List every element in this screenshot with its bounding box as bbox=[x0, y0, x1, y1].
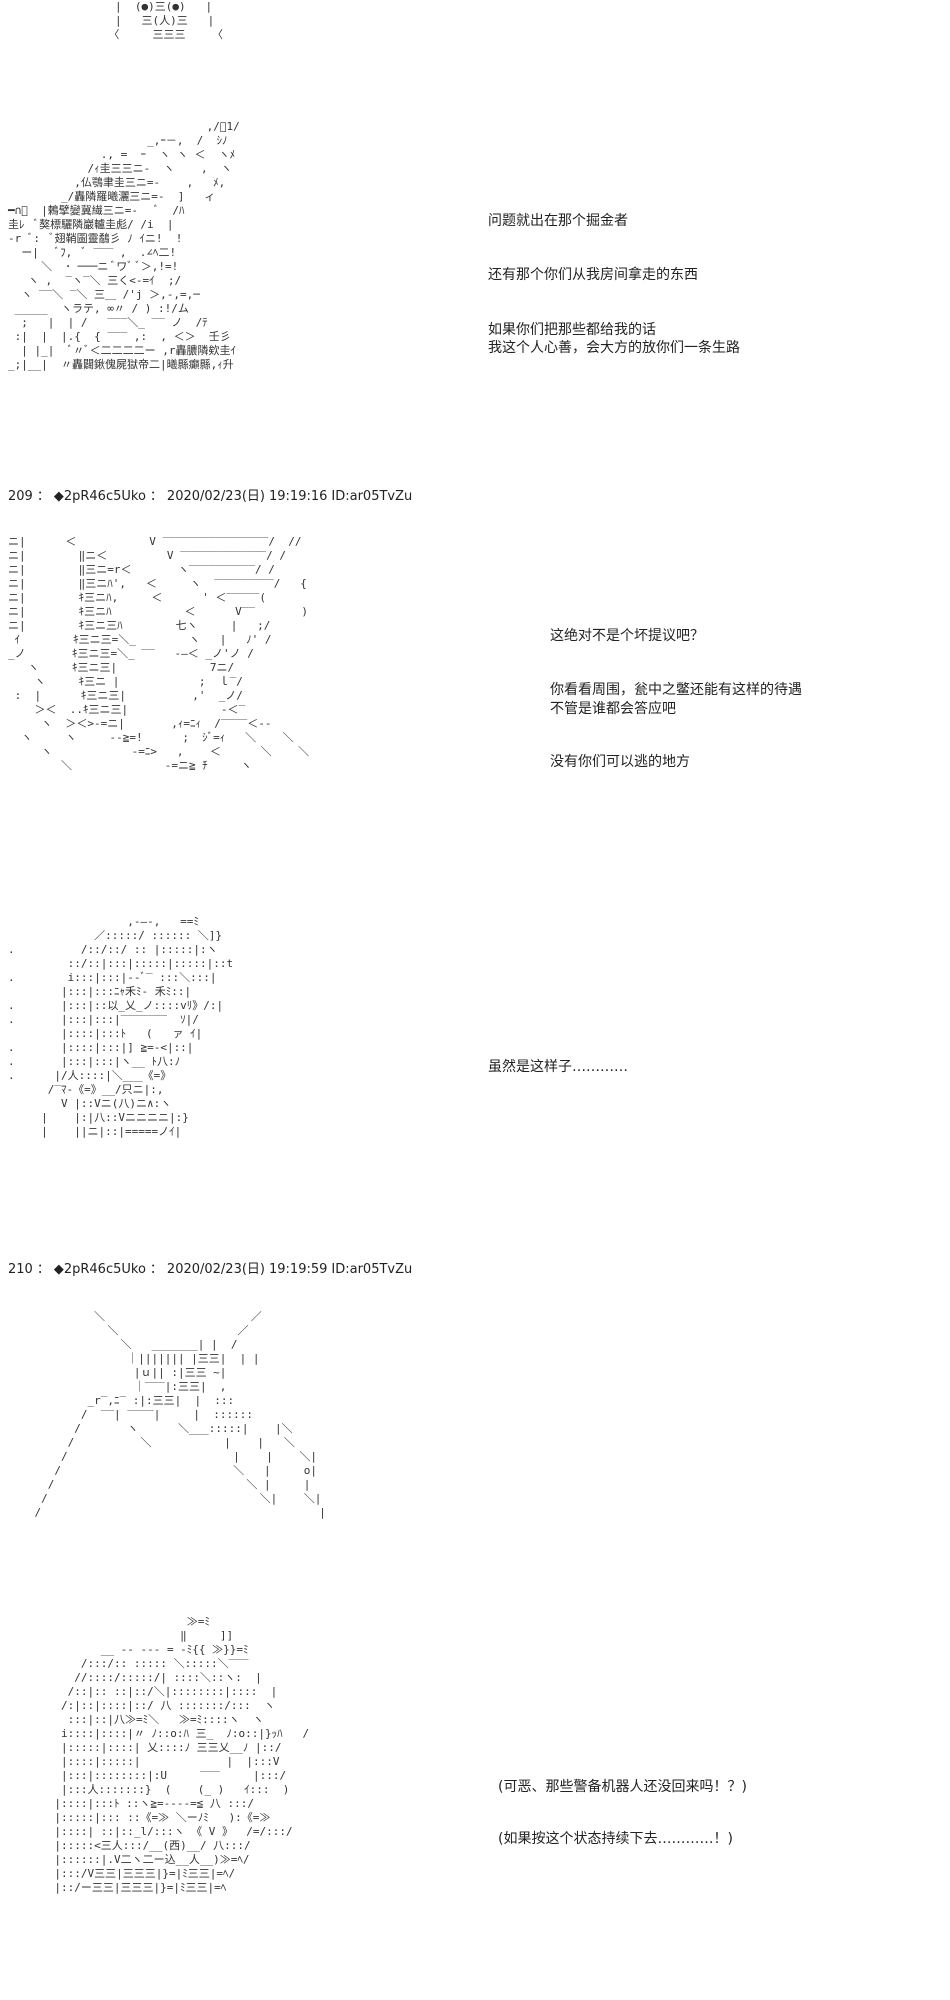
poster-name: ◆2pR46c5Uko bbox=[53, 1262, 146, 1277]
ascii-art-scene-4: ＼ ／ ＼ ／ ＼ _______| | / ｜||||||| |三三| | |… bbox=[34, 1310, 326, 1519]
post-number[interactable]: 209 bbox=[8, 489, 33, 504]
dialogue-line: (可恶、那些警备机器人还没回来吗！？) bbox=[498, 1779, 747, 1795]
ascii-art-scene-3: ,-—-, ==ﾐ ／:::::/ :::::: ＼]} . /::/::/ :… bbox=[8, 915, 234, 1138]
ascii-art-scene-1: ,/ﾞ1/ _,ｰ－, / ｼﾉ ., = ｰ ヽ ヽ ＜ ヽﾒ /ｨ圭三三ニ-… bbox=[8, 120, 240, 371]
dialogue-line: 如果你们把那些都给我的话 bbox=[488, 322, 656, 338]
post-time: 19:19:16 bbox=[269, 489, 328, 504]
dialogue-line: 不管是谁都会答应吧 bbox=[550, 701, 676, 717]
ascii-art-face: | (●)三(●) | | 三(人)三 | 〈 三三三 〈 bbox=[108, 0, 223, 41]
dialogue-line: 你看看周围，瓮中之鳖还能有这样的待遇 bbox=[550, 682, 802, 698]
dialogue-line: 还有那个你们从我房间拿走的东西 bbox=[488, 267, 698, 283]
poster-id[interactable]: ID:ar05TvZu bbox=[331, 489, 413, 504]
post-date: 2020/02/23(日) bbox=[166, 489, 265, 504]
post-separator: ： bbox=[36, 489, 50, 504]
dialogue-line: 这绝对不是个坏提议吧？ bbox=[550, 628, 704, 644]
post-separator: ： bbox=[149, 1262, 163, 1277]
poster-id[interactable]: ID:ar05TvZu bbox=[331, 1262, 413, 1277]
ascii-art-scene-2: ニ| ＜ V ‾‾‾‾‾‾‾‾‾‾‾‾‾‾‾‾/ // ニ| ‖ニ＜ V ‾‾‾… bbox=[8, 535, 310, 772]
poster-name: ◆2pR46c5Uko bbox=[53, 489, 146, 504]
post-number[interactable]: 210 bbox=[8, 1262, 33, 1277]
post-time: 19:19:59 bbox=[269, 1262, 328, 1277]
dialogue-line: 问题就出在那个掘金者 bbox=[488, 213, 628, 229]
ascii-art-scene-5: ≫=ﾐ ‖ ]] __ -- --- = -ﾐ{{ ≫}}=ﾐ /:::/:: … bbox=[54, 1615, 310, 1894]
dialogue-line: 虽然是这样子………… bbox=[488, 1059, 628, 1075]
dialogue-line: 我这个人心善，会大方的放你们一条生路 bbox=[488, 340, 740, 356]
post-date: 2020/02/23(日) bbox=[166, 1262, 265, 1277]
post-separator: ： bbox=[36, 1262, 50, 1277]
dialogue-line: 没有你们可以逃的地方 bbox=[550, 754, 690, 770]
dialogue-line: (如果按这个状态持续下去…………！) bbox=[498, 1831, 733, 1847]
post-separator: ： bbox=[149, 489, 163, 504]
